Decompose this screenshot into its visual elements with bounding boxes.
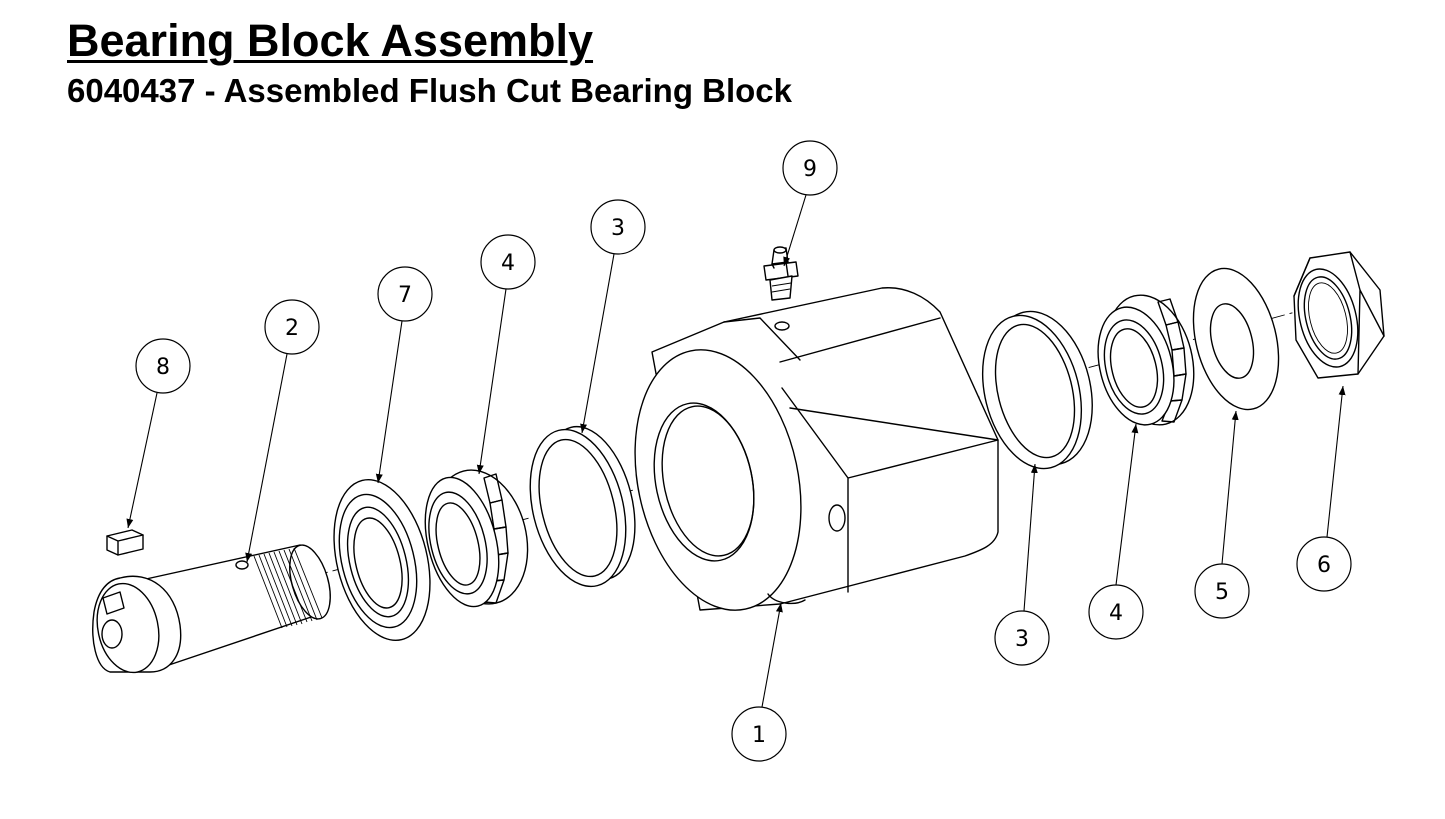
balloon-item-3-right: 3: [994, 610, 1050, 666]
part-key: [106, 529, 144, 556]
svg-text:5: 5: [1215, 580, 1229, 605]
leader-lines: [126, 194, 1346, 708]
svg-text:9: 9: [803, 157, 817, 182]
part-seal: [333, 478, 431, 642]
balloon-item-3-left: 3: [590, 199, 646, 255]
part-bearing-block-housing: [634, 287, 999, 611]
balloon-item-4-right: 4: [1088, 584, 1144, 640]
svg-text:6: 6: [1317, 553, 1331, 578]
page-subtitle: 6040437 - Assembled Flush Cut Bearing Bl…: [67, 72, 793, 109]
svg-text:7: 7: [398, 283, 412, 308]
part-shaft: [92, 544, 331, 674]
balloon-item-1: 1: [731, 706, 787, 762]
svg-text:8: 8: [156, 355, 170, 380]
balloon-item-4-left: 4: [480, 234, 536, 290]
part-bearing-cup-left: [529, 425, 636, 588]
page-title: Bearing Block Assembly: [67, 15, 594, 66]
part-grease-fitting: [763, 246, 799, 301]
svg-text:1: 1: [752, 723, 766, 748]
svg-text:3: 3: [611, 216, 625, 241]
balloon-item-7: 7: [377, 266, 433, 322]
svg-text:4: 4: [1109, 601, 1123, 626]
part-bearing-cone-left: [424, 469, 529, 608]
balloon-item-5: 5: [1194, 563, 1250, 619]
balloon-item-8: 8: [135, 338, 191, 394]
svg-text:3: 3: [1015, 627, 1029, 652]
balloon-item-2: 2: [264, 299, 320, 355]
svg-text:4: 4: [501, 251, 515, 276]
part-hex-nut: [1293, 251, 1385, 379]
balloon-item-6: 6: [1296, 536, 1352, 592]
svg-text:2: 2: [285, 316, 299, 341]
balloon-item-9: 9: [782, 140, 838, 196]
part-washer: [1192, 267, 1280, 411]
part-bearing-cone-right: [1097, 294, 1195, 426]
part-bearing-cup-right: [981, 310, 1093, 470]
